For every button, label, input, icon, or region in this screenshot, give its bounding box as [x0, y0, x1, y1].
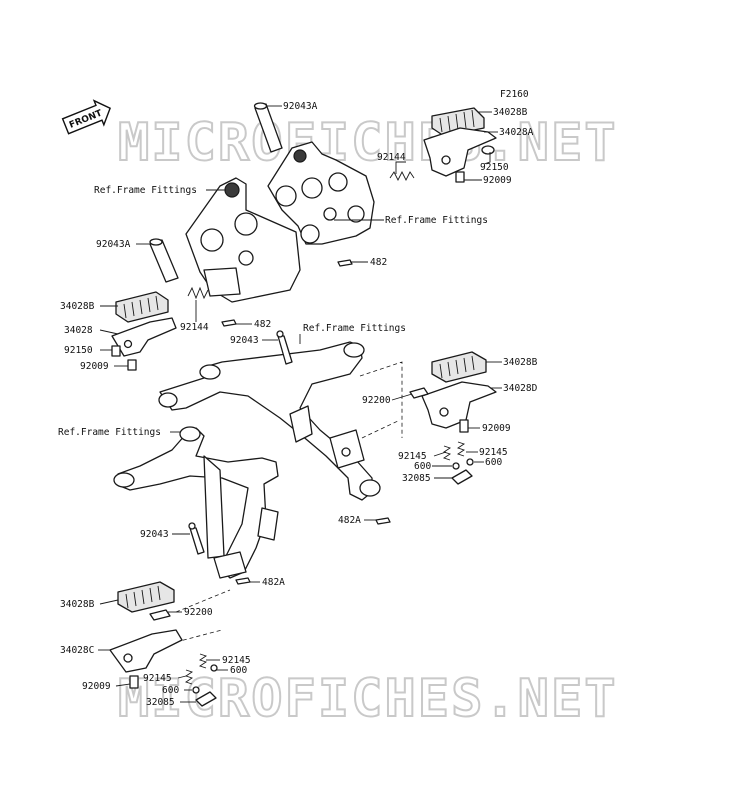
callout-92150-upper-left: 92150 — [64, 345, 93, 356]
callout-92150-top-right: 92150 — [480, 162, 509, 173]
callout-92043-mid: 92043 — [230, 335, 259, 346]
pin-92043A-top — [253, 102, 283, 153]
washer-92150-upper-left — [111, 345, 121, 357]
assembly-guide-low — [175, 589, 231, 643]
footpeg-bracket-34028D — [421, 381, 497, 429]
spring-92145-mid-right — [442, 441, 466, 461]
callout-600-lower-left-b: 600 — [162, 685, 179, 696]
callout-600-mid-right-a: 600 — [414, 461, 431, 472]
callout-ref-frame-mid: Ref.Frame Fittings — [303, 323, 406, 334]
spring-92144-top — [389, 170, 415, 182]
callout-482A-mid-right: 482A — [338, 515, 361, 526]
plate-32085-mid — [451, 469, 473, 485]
bolt-92009-mid-right — [459, 419, 469, 433]
callout-92144-mid: 92144 — [180, 322, 209, 333]
ball-600-mid-b — [466, 458, 474, 466]
plate-32085-low — [195, 691, 217, 707]
callout-92009-lower-left: 92009 — [82, 681, 111, 692]
footpeg-34028B-lower-left — [117, 581, 175, 613]
clip-482-mid — [221, 319, 237, 327]
callout-92009-mid-right: 92009 — [482, 423, 511, 434]
right-upper-bracket — [267, 141, 375, 245]
watermark-top: MICROFICHES.NET — [118, 113, 618, 173]
lower-frame-bracket — [113, 426, 279, 579]
callout-92200-lower-left: 92200 — [184, 607, 213, 618]
callout-92043A-left: 92043A — [96, 239, 131, 250]
callout-92009-top-right: 92009 — [483, 175, 512, 186]
callout-92009-upper-left: 92009 — [80, 361, 109, 372]
clip-482A-low — [235, 577, 251, 585]
callout-ref-frame-lower-left: Ref.Frame Fittings — [58, 427, 161, 438]
assembly-guide-mid — [359, 361, 403, 439]
figure-code: F2160 — [500, 89, 529, 100]
bolt-92009-top-right — [455, 171, 465, 183]
bolt-92009-upper-left — [127, 359, 137, 371]
leader-lines — [98, 105, 502, 703]
callout-34028B-lower-left: 34028B — [60, 599, 95, 610]
callout-34028D: 34028D — [503, 383, 538, 394]
footpeg-bracket-34028 — [111, 317, 177, 357]
callout-ref-frame-upper-right: Ref.Frame Fittings — [385, 215, 488, 226]
callout-32085-mid-right: 32085 — [402, 473, 431, 484]
footpeg-34028B-mid-right — [431, 351, 487, 383]
spring-92200-mid-right — [409, 387, 429, 399]
callout-600-mid-right-b: 600 — [485, 457, 502, 468]
callout-34028C: 34028C — [60, 645, 94, 656]
ball-600-mid-a — [452, 462, 460, 470]
callout-482-mid: 482 — [254, 319, 271, 330]
callout-32085-lower-left: 32085 — [146, 697, 175, 708]
callout-labels: 92043A 34028B 34028A 92144 92150 92009 R… — [58, 101, 538, 708]
watermark-bottom: MICROFICHES.NET — [118, 669, 618, 729]
bolt-92009-lower-left — [129, 675, 139, 689]
callout-92043-low: 92043 — [140, 529, 169, 540]
callout-34028B-upper-left: 34028B — [60, 301, 95, 312]
spring-92145-lower-left — [184, 653, 208, 685]
callout-34028B-mid-right: 34028B — [503, 357, 538, 368]
pin-92043-mid — [276, 330, 293, 365]
callout-92144-top: 92144 — [377, 152, 406, 163]
footpeg-34028B-upper-left — [115, 291, 169, 323]
callout-34028A: 34028A — [499, 127, 534, 138]
spring-92144-mid — [187, 286, 209, 300]
callout-92043A-top: 92043A — [283, 101, 318, 112]
callout-600-lower-left-a: 600 — [230, 665, 247, 676]
callout-92200-mid-right: 92200 — [362, 395, 391, 406]
callout-92145-mid-right-a: 92145 — [398, 451, 427, 462]
footpeg-bracket-34028A — [423, 127, 497, 177]
pin-92043-low — [188, 522, 205, 555]
pin-92043A-left — [149, 238, 179, 283]
left-upper-bracket — [185, 177, 301, 303]
callout-34028: 34028 — [64, 325, 93, 336]
callout-92145-lower-left-b: 92145 — [143, 673, 172, 684]
callout-ref-frame-upper-left: Ref.Frame Fittings — [94, 185, 197, 196]
footpeg-bracket-34028C — [109, 629, 183, 673]
callout-92145-mid-right-b: 92145 — [479, 447, 508, 458]
washer-92150-top-right — [481, 145, 495, 155]
rear-frame-bracket — [158, 341, 381, 501]
ball-600-low-b — [192, 686, 200, 694]
clip-482-upper — [337, 259, 353, 267]
callout-34028B-top-right: 34028B — [493, 107, 528, 118]
callout-92145-lower-left-a: 92145 — [222, 655, 251, 666]
callout-482-upper: 482 — [370, 257, 387, 268]
ball-600-low-a — [210, 664, 218, 672]
front-arrow-icon: FRONT — [61, 99, 111, 135]
spring-92200-lower-left — [149, 609, 171, 621]
clip-482A-mid — [375, 517, 391, 525]
callout-482A-low: 482A — [262, 577, 285, 588]
